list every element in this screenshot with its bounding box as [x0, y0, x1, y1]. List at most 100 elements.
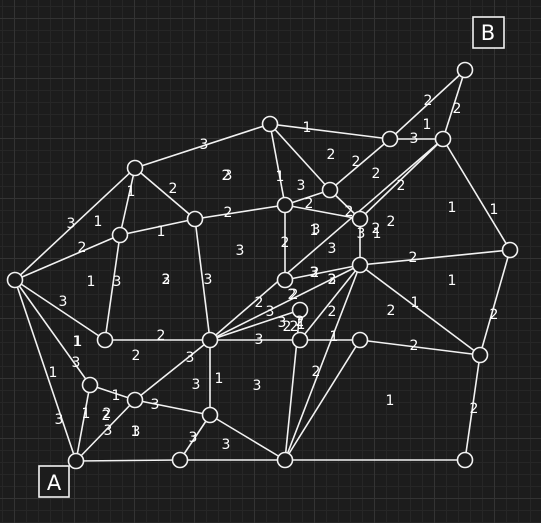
edge-weight-label: 2 — [305, 196, 314, 212]
region-weight-label: 2 — [312, 364, 321, 380]
region-weight-label: 2 — [328, 272, 337, 288]
edge-weight-label: 3 — [55, 412, 64, 428]
graph-edge — [134, 123, 271, 169]
graph-node — [6, 271, 24, 289]
edge-weight-label: 2 — [311, 265, 320, 281]
region-weight-label: 2 — [102, 408, 111, 424]
edge-weight-label: 2 — [103, 406, 112, 422]
region-weight-label: 1 — [131, 424, 140, 440]
graph-edge — [119, 218, 196, 236]
graph-edge — [134, 167, 196, 220]
graph-node — [111, 226, 129, 244]
edge-weight-label: 3 — [297, 178, 306, 194]
edge-weight-label: 2 — [327, 147, 336, 163]
edge-weight-label: 3 — [113, 274, 122, 290]
region-weight-label: 3 — [312, 222, 321, 238]
end-corner-box — [472, 16, 505, 49]
edge-weight-label: 2 — [490, 307, 499, 323]
edge-weight-label: 2 — [453, 101, 462, 117]
edge-weight-label: 1 — [303, 120, 312, 136]
start-label: A — [47, 471, 62, 495]
edge-weight-label: 3 — [104, 423, 113, 439]
graph-edge — [442, 69, 466, 140]
edge-weight-label: 2 — [162, 272, 171, 288]
graph-node — [471, 346, 489, 364]
edge-weight-label: 1 — [87, 274, 96, 290]
region-weight-label: 3 — [278, 315, 287, 331]
edge-weight-label: 2 — [283, 319, 292, 335]
edge-weight-label: 1 — [112, 388, 121, 404]
edge-weight-label: 2 — [352, 154, 361, 170]
edge-weight-label: 2 — [345, 204, 354, 220]
edge-weight-label: 3 — [328, 272, 337, 288]
graph-edge — [119, 167, 136, 236]
edge-weight-label: 3 — [357, 226, 366, 242]
graph-edge — [284, 264, 361, 461]
graph-node — [276, 196, 294, 214]
graph-node — [201, 406, 219, 424]
region-weight-label: 3 — [236, 243, 245, 259]
edge-weight-label: 2 — [296, 314, 305, 330]
edge-weight-label: 2 — [157, 328, 166, 344]
graph-edge — [134, 339, 211, 401]
edge-weight-label: 2 — [387, 214, 396, 230]
graph-node — [276, 271, 294, 289]
graph-node — [291, 331, 309, 349]
graph-edge — [134, 399, 211, 416]
region-weight-label: 2 — [387, 303, 396, 319]
region-weight-label: 1 — [297, 317, 306, 333]
graph-edge — [75, 384, 91, 462]
graph-edge — [284, 264, 361, 281]
graph-node — [126, 159, 144, 177]
edge-weight-label: 2 — [372, 221, 381, 237]
graph-edge — [14, 234, 121, 281]
graph-edge — [329, 138, 391, 191]
edge-weight-label: 3 — [224, 168, 233, 184]
graph-node — [456, 61, 474, 79]
edge-weight-label: 2 — [169, 181, 178, 197]
graph-edge — [359, 339, 481, 356]
region-weight-label: 1 — [448, 200, 457, 216]
edge-weight-label: 1 — [157, 224, 166, 240]
graph-edge — [209, 138, 444, 341]
graph-node — [321, 181, 339, 199]
graph-edge — [75, 459, 181, 462]
graph-edge — [284, 339, 361, 461]
edge-weight-label: 3 — [328, 241, 337, 257]
graph-edge — [269, 123, 286, 206]
graph-edge — [14, 167, 136, 281]
graph-node — [351, 210, 369, 228]
graph-edge — [14, 279, 106, 341]
graph-edge — [442, 138, 511, 251]
region-weight-label: 3 — [192, 377, 201, 393]
graph-node — [186, 210, 204, 228]
edge-weight-label: 1 — [49, 365, 58, 381]
edge-weight-label: 1 — [127, 184, 136, 200]
edge-weight-label: 1 — [330, 329, 339, 345]
graph-edge — [479, 249, 511, 356]
graph-edge — [209, 264, 361, 341]
graph-edge — [464, 354, 481, 461]
edge-weight-label: 1 — [423, 117, 432, 133]
edge-weight-label: 3 — [222, 437, 231, 453]
edge-weight-label: 1 — [310, 223, 319, 239]
graph-edge — [359, 249, 511, 266]
graph-edge — [269, 123, 391, 140]
edge-weight-label: 3 — [72, 355, 81, 371]
graph-edge — [194, 204, 286, 220]
graph-node — [67, 452, 85, 470]
graph-edge — [284, 204, 361, 220]
graph-edge — [209, 309, 301, 341]
edge-weight-label: 3 — [204, 272, 213, 288]
region-weight-label: 3 — [253, 378, 262, 394]
region-weight-label: 2 — [222, 168, 231, 184]
graph-edge — [359, 264, 481, 356]
graph-edge — [194, 218, 211, 341]
graph-edge — [299, 264, 361, 341]
edge-weight-label: 2 — [372, 166, 381, 182]
edge-weight-label: 2 — [328, 304, 337, 320]
end-label: B — [481, 21, 495, 45]
graph-node — [351, 331, 369, 349]
edge-weight-label: 3 — [189, 430, 198, 446]
